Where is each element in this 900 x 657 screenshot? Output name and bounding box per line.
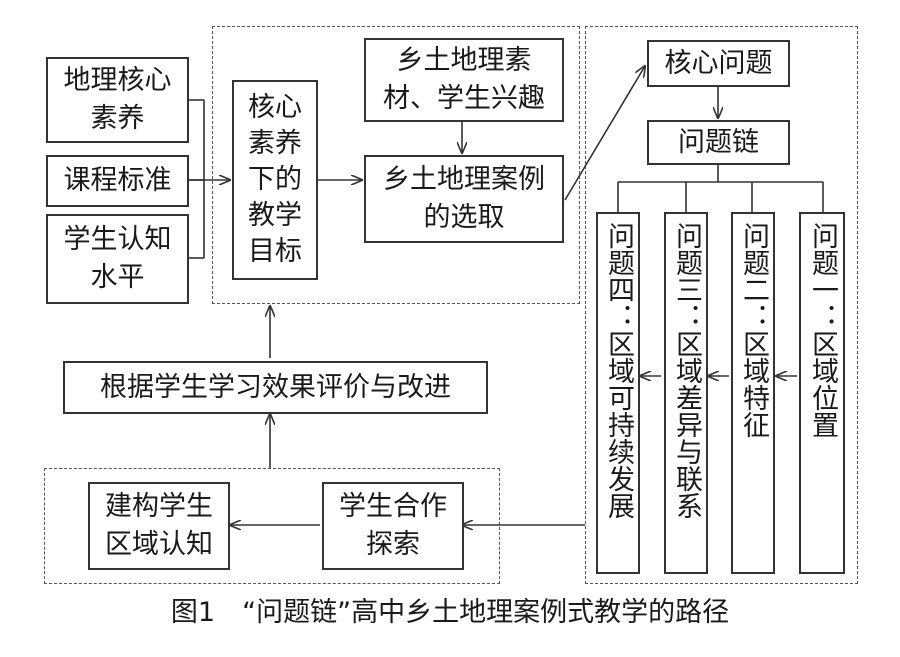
geo-core-literacy-box: 地理核心 素养 <box>46 57 189 143</box>
evaluation-label: 根据学生学习效果评价与改进 <box>100 371 451 403</box>
student-cognition-box: 学生认知 水平 <box>46 214 189 304</box>
question-four-box: 问题四：区域可持续发展 <box>596 212 640 574</box>
construct-cognition-label: 建构学生 区域认知 <box>105 491 213 560</box>
question-three-label: 问题三：区域差异与联系 <box>671 222 702 519</box>
cooperation-box: 学生合作 探索 <box>322 482 464 570</box>
question-one-label: 问题一：区域位置 <box>807 222 838 438</box>
question-two-box: 问题二：区域特征 <box>731 212 775 574</box>
arrow-case-to-core <box>564 66 645 201</box>
core-question-label: 核心问题 <box>664 47 773 79</box>
curriculum-standard-label: 课程标准 <box>63 165 172 196</box>
learning-group-outline <box>44 468 500 584</box>
local-material-label: 乡土地理素 材、学生兴趣 <box>383 45 545 114</box>
figure-caption: 图1 “问题链”高中乡土地理案例式教学的路径 <box>170 597 730 628</box>
teaching-goals-box: 核心 素养 下的 教学 目标 <box>232 80 318 280</box>
evaluation-box: 根据学生学习效果评价与改进 <box>63 361 488 414</box>
case-selection-label: 乡土地理案例 的选取 <box>383 164 545 233</box>
curriculum-standard-box: 课程标准 <box>46 155 189 207</box>
geo-core-literacy-label: 地理核心 素养 <box>63 65 172 134</box>
student-cognition-label: 学生认知 水平 <box>63 224 172 293</box>
question-group-outline <box>585 26 858 584</box>
question-chain-box: 问题链 <box>647 120 790 165</box>
question-two-label: 问题二：区域特征 <box>738 222 769 438</box>
teaching-goals-label: 核心 素养 下的 教学 目标 <box>248 92 302 267</box>
case-selection-box: 乡土地理案例 的选取 <box>364 155 564 243</box>
construct-cognition-box: 建构学生 区域认知 <box>88 482 230 570</box>
goal-group-outline <box>212 26 580 304</box>
question-one-box: 问题一：区域位置 <box>799 212 845 574</box>
local-material-box: 乡土地理素 材、学生兴趣 <box>364 38 564 122</box>
core-question-box: 核心问题 <box>647 40 790 87</box>
question-four-label: 问题四：区域可持续发展 <box>603 222 634 519</box>
question-chain-label: 问题链 <box>678 126 759 158</box>
question-three-box: 问题三：区域差异与联系 <box>664 212 708 574</box>
cooperation-label: 学生合作 探索 <box>339 491 447 560</box>
